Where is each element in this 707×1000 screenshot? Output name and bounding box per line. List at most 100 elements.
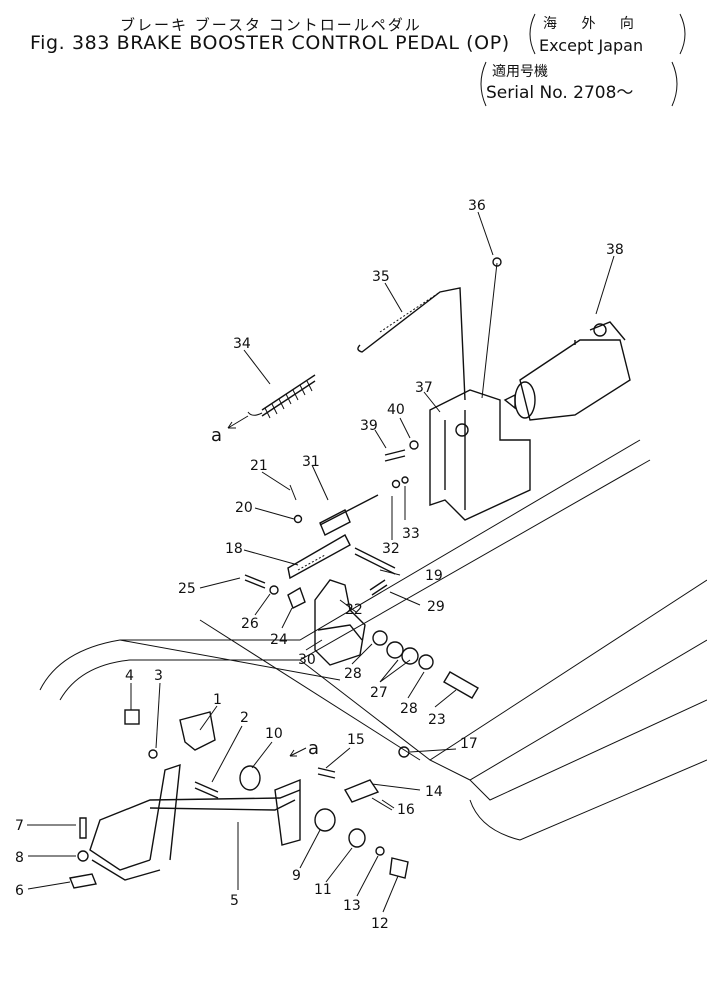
callout-32: 32 — [382, 541, 400, 557]
callout-24: 24 — [270, 632, 288, 648]
pin-15 — [317, 767, 336, 779]
reference-arrow-upper — [227, 415, 249, 429]
pedal-shaft — [287, 494, 379, 580]
reference-mark-a-upper: a — [211, 425, 222, 446]
callout-8: 8 — [15, 850, 24, 866]
callout-labels: 1 2 3 4 5 6 7 8 9 10 11 12 13 14 15 16 1… — [15, 198, 624, 932]
callout-17: 17 — [460, 736, 478, 752]
washer-10 — [239, 765, 261, 791]
callout-27: 27 — [370, 685, 388, 701]
bolt-7 — [79, 817, 87, 839]
nut-17 — [398, 746, 410, 758]
bolt-39 — [384, 449, 406, 462]
serial-note-en: Serial No. 2708～ — [486, 83, 634, 103]
pedal-bracket — [314, 579, 366, 666]
callout-20: 20 — [235, 500, 253, 516]
figure-title: Fig. 383 BRAKE BOOSTER CONTROL PEDAL (OP… — [30, 32, 510, 54]
callout-6: 6 — [15, 883, 24, 899]
clevis-14 — [343, 779, 380, 803]
nut-36 — [492, 257, 502, 267]
leader-lines — [27, 211, 615, 913]
callout-1: 1 — [213, 692, 222, 708]
bushing-28-a — [372, 630, 388, 646]
washer-20 — [293, 514, 303, 524]
bushing-27-a — [386, 641, 404, 659]
reference-mark-a-lower: a — [308, 738, 319, 759]
washer-3 — [148, 749, 158, 759]
market-note-en: Except Japan — [539, 36, 644, 55]
callout-29: 29 — [427, 599, 445, 615]
cotter-21 — [289, 484, 297, 501]
bolt-29 — [369, 579, 388, 596]
serial-paren-left — [480, 61, 487, 107]
callout-21: 21 — [250, 458, 268, 474]
market-paren-right — [679, 13, 686, 55]
booster-bracket — [429, 389, 531, 521]
nut-36-line — [481, 262, 498, 399]
pedal-lever — [89, 763, 301, 881]
callout-28-a: 28 — [344, 666, 362, 682]
nut-4 — [124, 709, 140, 725]
callout-26: 26 — [241, 616, 259, 632]
washer-26 — [269, 585, 279, 595]
foot-pad-6 — [69, 873, 97, 889]
callout-4: 4 — [125, 668, 134, 684]
pedal-pad-1 — [179, 711, 216, 751]
callout-31: 31 — [302, 454, 320, 470]
washer-13 — [375, 846, 385, 856]
bushing-28-b — [418, 654, 434, 670]
callout-28-b: 28 — [400, 701, 418, 717]
washer-40 — [409, 440, 419, 450]
washer-32 — [391, 479, 401, 489]
brake-booster — [503, 321, 631, 421]
washer-33 — [401, 476, 409, 484]
callout-3: 3 — [154, 668, 163, 684]
title-japanese: ブレーキ ブースタ コントロールペダル — [120, 16, 422, 34]
callout-19: 19 — [425, 568, 443, 584]
bushing-27-b — [401, 647, 419, 665]
callout-33: 33 — [402, 526, 420, 542]
callout-40: 40 — [387, 402, 405, 418]
callout-14: 14 — [425, 784, 443, 800]
pin-19 — [354, 547, 396, 575]
callout-15: 15 — [347, 732, 365, 748]
serial-note-jp: 適用号機 — [492, 64, 548, 80]
market-note-jp: 海 外 向 — [543, 16, 644, 32]
callout-38: 38 — [606, 242, 624, 258]
callout-22: 22 — [345, 602, 363, 618]
pin-23 — [443, 671, 479, 699]
callout-18: 18 — [225, 541, 243, 557]
callout-7: 7 — [15, 818, 24, 834]
reference-arrow-lower — [289, 747, 307, 757]
callout-36: 36 — [468, 198, 486, 214]
callout-11: 11 — [314, 882, 332, 898]
callout-23: 23 — [428, 712, 446, 728]
rod — [357, 287, 466, 401]
callout-25: 25 — [178, 581, 196, 597]
callout-9: 9 — [292, 868, 301, 884]
callout-5: 5 — [230, 893, 239, 909]
rod-thread — [379, 291, 441, 333]
serial-paren-right — [671, 61, 678, 107]
plate-24 — [287, 586, 306, 609]
serial-note: 適用号機 Serial No. 2708～ — [478, 62, 633, 104]
callout-30: 30 — [298, 652, 316, 668]
callout-34: 34 — [233, 336, 251, 352]
callout-37: 37 — [415, 380, 433, 396]
callout-2: 2 — [240, 710, 249, 726]
bushing-9 — [314, 808, 336, 832]
callout-13: 13 — [343, 898, 361, 914]
bolt-12 — [389, 857, 409, 879]
spring — [247, 374, 316, 419]
callout-12: 12 — [371, 916, 389, 932]
market-note: 海 外 向 Except Japan — [527, 14, 644, 56]
callout-39: 39 — [360, 418, 378, 434]
bolt-25 — [244, 574, 266, 589]
bolt-2 — [194, 781, 219, 799]
callout-35: 35 — [372, 269, 390, 285]
nut-8 — [77, 850, 89, 862]
market-paren-left — [529, 13, 536, 55]
callout-10: 10 — [265, 726, 283, 742]
washer-11 — [348, 828, 366, 848]
